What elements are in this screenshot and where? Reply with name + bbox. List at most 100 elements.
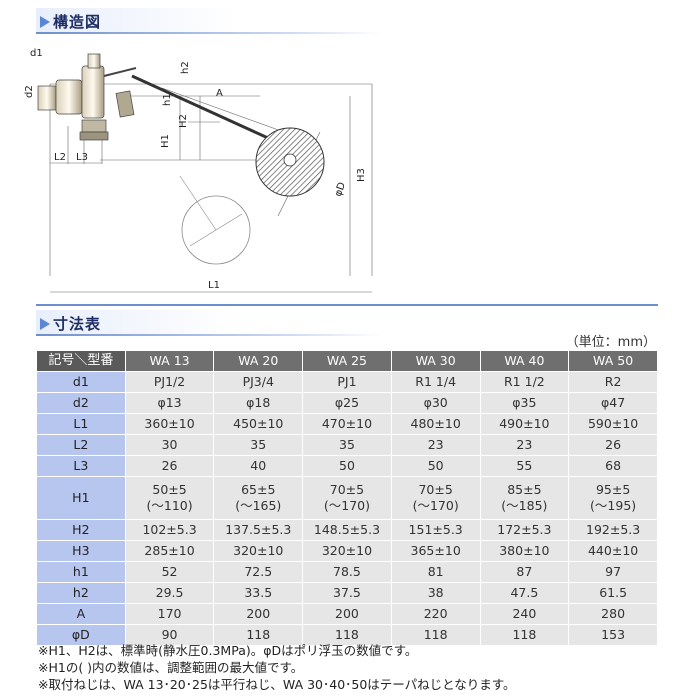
label-phiD: φD	[333, 181, 348, 198]
value-cell: 280	[568, 603, 658, 625]
value-main: 70±5	[418, 482, 453, 497]
value-cell: 470±10	[302, 413, 392, 435]
valve-body	[37, 53, 137, 141]
symbol-cell: L3	[36, 455, 126, 477]
value-cell: PJ1/2	[124, 371, 215, 393]
note-3: ※取付ねじは、WA 13･20･25は平行ねじ、WA 30･40･50はテーパね…	[38, 677, 516, 692]
value-cell: 365±10	[390, 540, 481, 562]
label-h1: h1	[162, 93, 173, 106]
value-range: (～195)	[590, 498, 637, 513]
value-cell: 29.5	[124, 582, 215, 604]
value-cell: 118	[302, 624, 392, 646]
symbol-cell: d2	[36, 392, 126, 414]
value-main: 95±5	[595, 482, 631, 497]
value-cell: 61.5	[568, 582, 658, 604]
value-cell: φ30	[390, 392, 481, 414]
value-range: (～110)	[146, 498, 193, 513]
symbol-cell: L1	[36, 413, 126, 435]
model-header: WA 30	[390, 350, 481, 372]
note-2: ※H1の( )内の数値は、調整範囲の最大値です。	[38, 660, 304, 675]
value-cell: R1 1/4	[390, 371, 481, 393]
notes: ※H1、H2は、標準時(静水圧0.3MPa)。φDはポリ浮玉の数値です。 ※H1…	[38, 642, 516, 693]
value-cell: 320±10	[302, 540, 392, 562]
section-title: 構造図	[53, 13, 102, 31]
symbol-cell: d1	[36, 371, 126, 393]
label-H2: H2	[178, 114, 189, 128]
value-cell: φ25	[302, 392, 392, 414]
section-header-dimensions: 寸法表	[36, 310, 384, 336]
label-A: A	[216, 88, 223, 99]
symbol-cell: H1	[36, 476, 126, 520]
symbol-cell: H3	[36, 540, 126, 562]
value-cell: PJ3/4	[213, 371, 304, 393]
value-cell: 70±5(～170)	[390, 476, 481, 520]
value-cell: φ13	[124, 392, 215, 414]
float-ball-lowered	[181, 195, 251, 265]
label-H1: H1	[160, 134, 171, 148]
value-cell: 70±5(～170)	[302, 476, 392, 520]
structure-diagram: d1 d2 h2 h1 A H2 H1 H3 φD L2 L3 L1	[24, 48, 373, 293]
model-header: WA 40	[479, 350, 570, 372]
model-header: WA 20	[213, 350, 304, 372]
value-cell: 118	[479, 624, 570, 646]
value-cell: 450±10	[213, 413, 304, 435]
value-cell: 440±10	[568, 540, 658, 562]
triangle-bullet-icon	[40, 16, 50, 28]
value-cell: 200	[213, 603, 304, 625]
value-cell: 30	[124, 434, 215, 456]
value-cell: 490±10	[479, 413, 570, 435]
value-main: 65±5	[241, 482, 276, 497]
value-range: (～170)	[412, 498, 459, 513]
value-cell: 200	[302, 603, 392, 625]
value-cell: PJ1	[302, 371, 392, 393]
value-cell: 95±5(～195)	[568, 476, 658, 520]
unit-label: （単位：mm）	[565, 335, 656, 350]
label-d1: d1	[30, 48, 43, 59]
value-cell: 35	[302, 434, 392, 456]
value-main: 50±5	[152, 482, 187, 497]
symbol-cell: h2	[36, 582, 126, 604]
corner-header: 記号＼型番	[36, 350, 126, 372]
value-cell: 151±5.3	[390, 519, 481, 541]
section-title: 寸法表	[53, 315, 102, 333]
value-range: (～170)	[323, 498, 371, 513]
value-cell: 85±5(～185)	[479, 476, 570, 520]
value-cell: 26	[568, 434, 658, 456]
triangle-bullet-icon	[40, 318, 50, 330]
label-L2: L2	[54, 152, 66, 163]
value-cell: 23	[479, 434, 570, 456]
value-range: (～185)	[501, 498, 548, 513]
value-cell: φ18	[213, 392, 304, 414]
value-cell: 72.5	[213, 561, 304, 583]
label-L3: L3	[76, 152, 88, 163]
note-1: ※H1、H2は、標準時(静水圧0.3MPa)。φDはポリ浮玉の数値です。	[38, 643, 418, 658]
symbol-cell: L2	[36, 434, 126, 456]
label-H3: H3	[356, 168, 367, 182]
value-cell: 23	[390, 434, 481, 456]
value-cell: 68	[568, 455, 658, 477]
value-cell: 38	[390, 582, 481, 604]
value-cell: 52	[124, 561, 215, 583]
value-cell: 172±5.3	[479, 519, 570, 541]
value-cell: 90	[124, 624, 215, 646]
value-cell: 50	[390, 455, 481, 477]
value-cell: 480±10	[390, 413, 481, 435]
value-cell: 50	[302, 455, 392, 477]
value-cell: 118	[213, 624, 304, 646]
value-cell: 35	[213, 434, 304, 456]
symbol-cell: h1	[36, 561, 126, 583]
section-divider	[36, 304, 658, 306]
value-cell: 170	[124, 603, 215, 625]
value-cell: 33.5	[213, 582, 304, 604]
value-cell: 360±10	[124, 413, 215, 435]
value-cell: 220	[390, 603, 481, 625]
